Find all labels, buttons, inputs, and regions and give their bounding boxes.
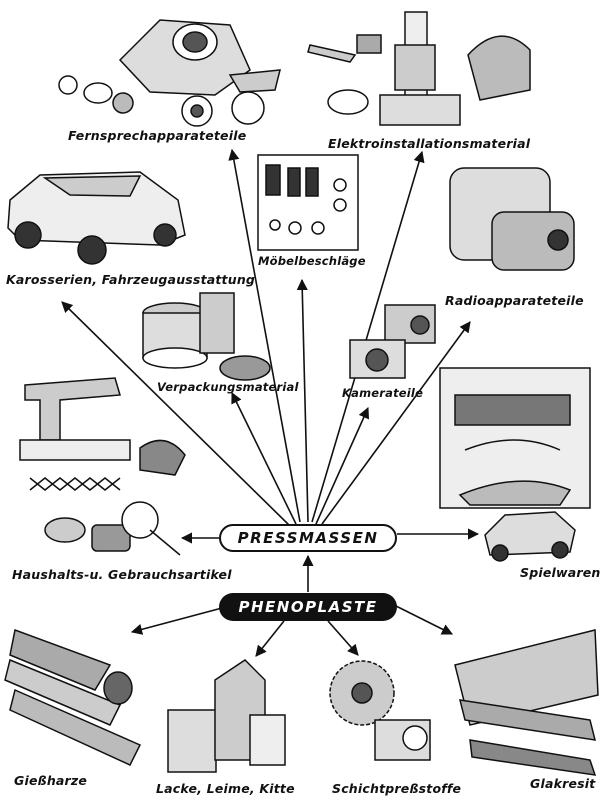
label-fernsprechapparateteile: Fernsprechapparateteile	[68, 128, 246, 143]
phenoplaste-hub: PHENOPLASTE	[219, 593, 397, 621]
label-kamerateile: Kamerateile	[342, 386, 423, 400]
car-illustration	[8, 172, 185, 264]
label-haushalts-gebrauchsartikel: Haushalts-u. Gebrauchsartikel	[12, 567, 232, 582]
arrow-to-glakresit	[396, 606, 452, 634]
electrical-parts-illustration	[308, 12, 530, 125]
label-lacke-leime-kitte: Lacke, Leime, Kitte	[156, 781, 295, 796]
arrow-to-moebel	[302, 280, 308, 522]
lacquer-cans-illustration	[168, 660, 285, 772]
cast-resin-pipes-illustration	[5, 630, 140, 765]
toys-illustration	[440, 368, 590, 561]
arrow-to-lacke	[256, 621, 284, 656]
arrow-to-giessharze	[132, 608, 222, 632]
radio-illustration	[450, 168, 574, 270]
label-karosserien: Karosserien, Fahrzeugausstattung	[6, 272, 255, 287]
furniture-fittings-illustration	[258, 155, 358, 250]
label-elektroinstallationsmaterial: Elektroinstallationsmaterial	[328, 136, 530, 151]
pressmassen-hub: PRESSMASSEN	[219, 524, 397, 552]
arrow-to-verpackung	[232, 393, 296, 524]
label-radioapparateteile: Radioapparateteile	[445, 293, 584, 308]
arrow-to-kamera	[316, 408, 368, 524]
label-spielwaren: Spielwaren	[520, 565, 601, 580]
label-verpackungsmaterial: Verpackungsmaterial	[157, 380, 299, 394]
phone-parts-illustration	[59, 20, 280, 126]
label-moebelbeschlaege: Möbelbeschläge	[258, 254, 366, 268]
label-glakresit: Glakresit	[530, 776, 595, 791]
laminate-gear-illustration	[330, 661, 430, 760]
label-schichtpressstoffe: Schichtpreßstoffe	[332, 781, 461, 796]
arrow-to-schicht	[328, 621, 358, 655]
packaging-illustration	[143, 293, 270, 380]
glakresit-boards-illustration	[455, 630, 598, 775]
camera-illustration	[350, 305, 435, 378]
household-illustration	[20, 378, 185, 555]
label-giessharze: Gießharze	[14, 773, 87, 788]
